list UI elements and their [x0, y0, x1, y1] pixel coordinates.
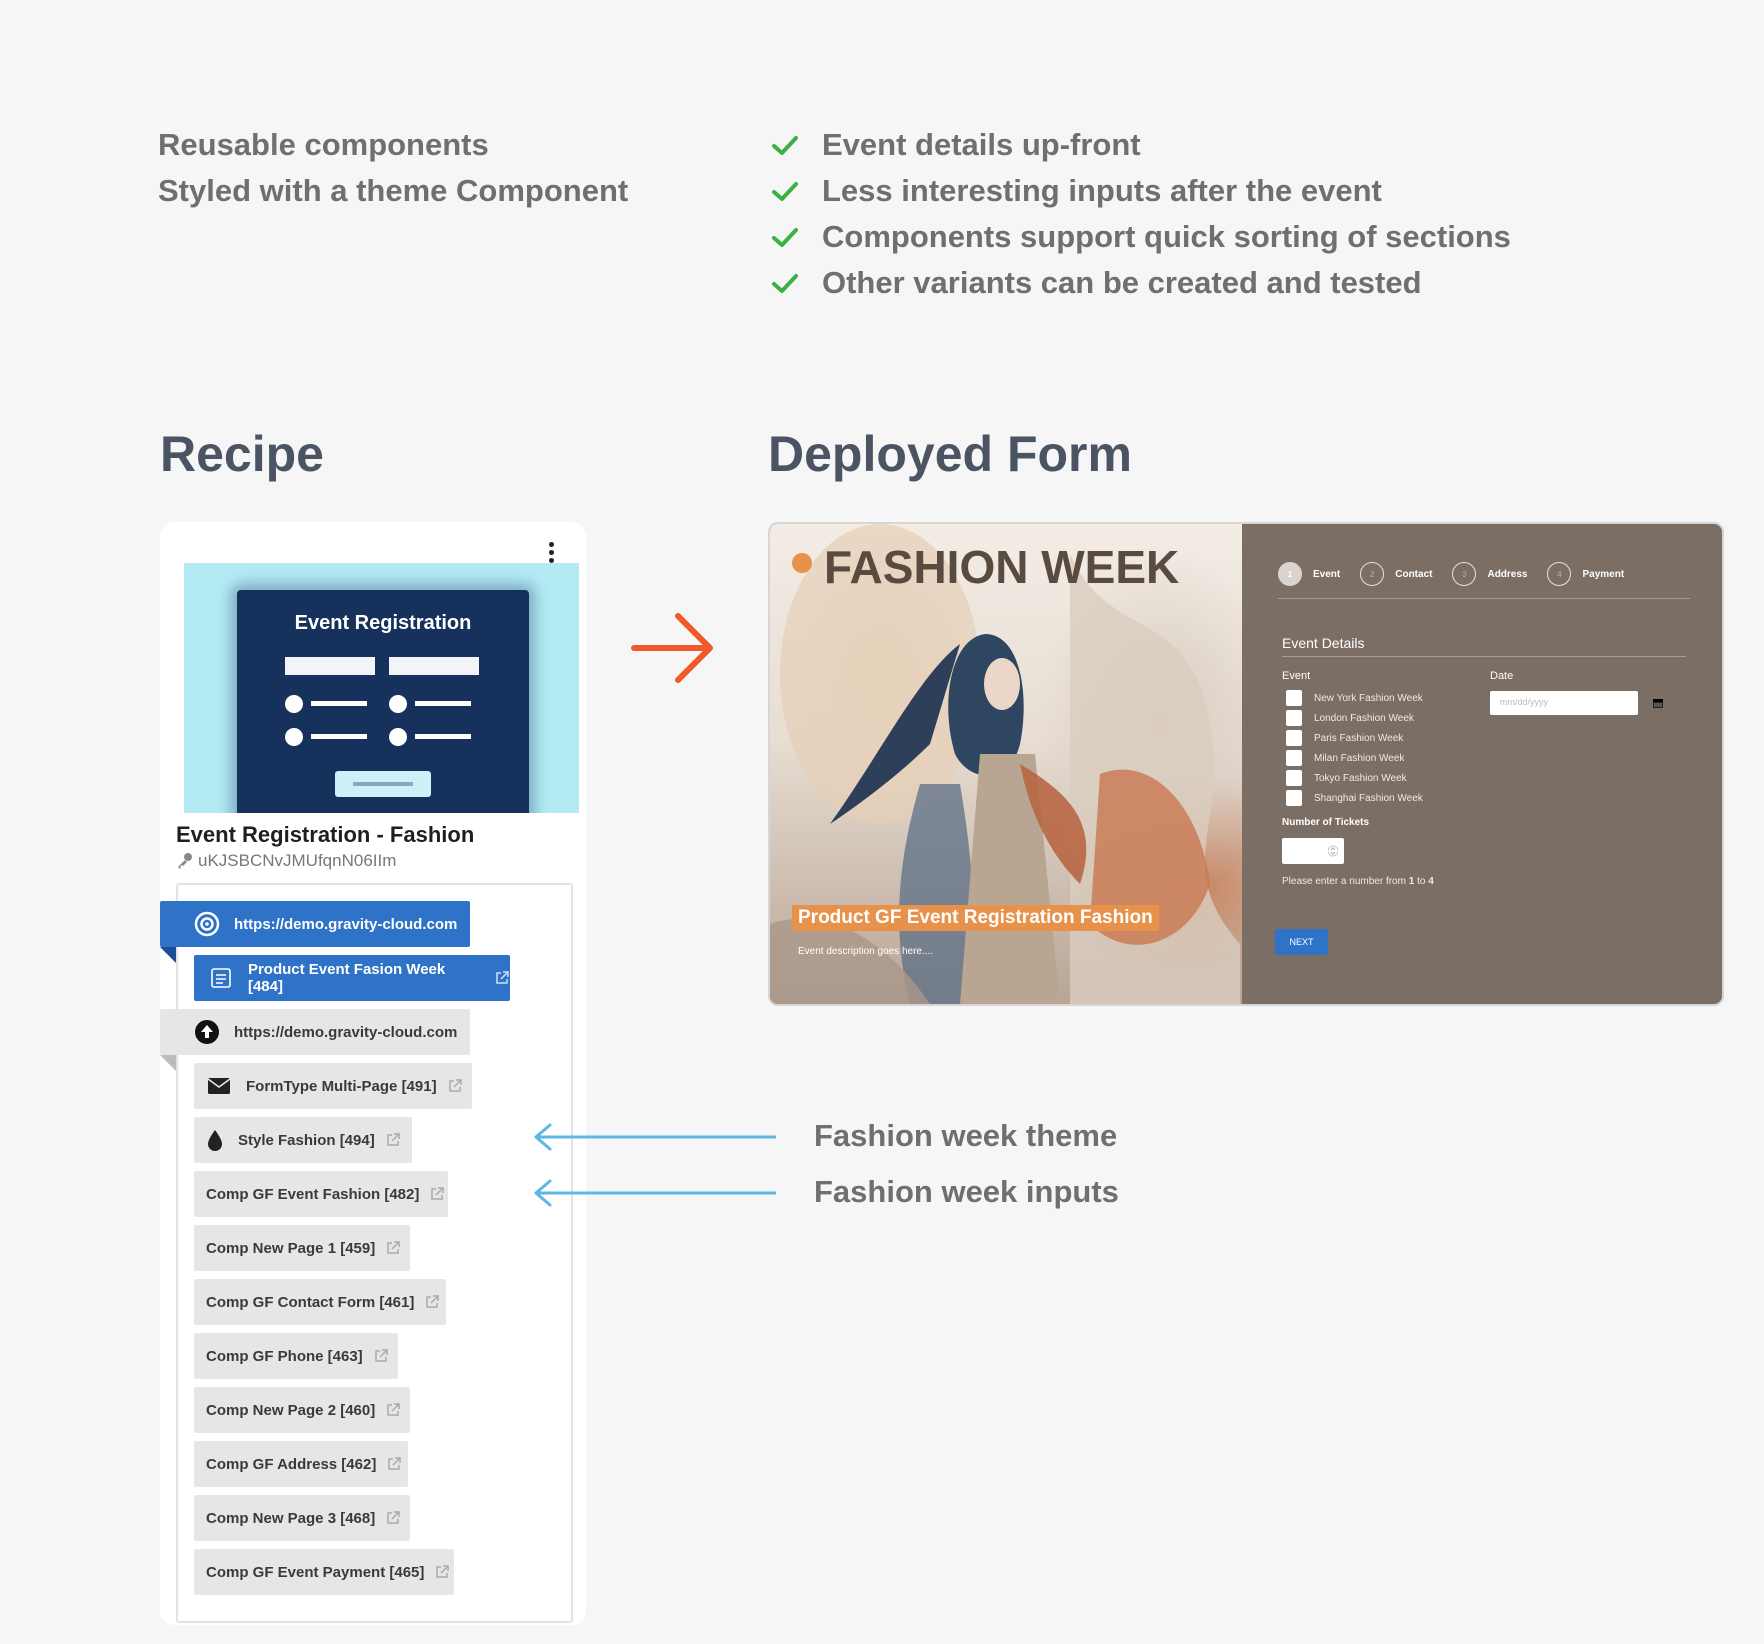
upload-icon — [194, 1019, 220, 1045]
external-link-icon[interactable] — [385, 1240, 401, 1256]
external-link-icon[interactable] — [434, 1564, 450, 1580]
divider — [1278, 598, 1690, 599]
check-icon — [772, 228, 798, 247]
deployed-form-preview: FASHION WEEK Product GF Event Registrati… — [768, 522, 1724, 1006]
recipe-item-event-payment[interactable]: Comp GF Event Payment [465] — [194, 1549, 454, 1595]
checkbox[interactable] — [1286, 690, 1302, 706]
recipe-item-upload-url[interactable]: https://demo.gravity-cloud.com — [160, 1009, 470, 1055]
orange-dot — [792, 553, 812, 573]
hero-image: FASHION WEEK Product GF Event Registrati… — [770, 524, 1242, 1004]
checkbox[interactable] — [1286, 710, 1302, 726]
benefits-checklist: Event details up-front Less interesting … — [770, 122, 1511, 306]
spinner-icon[interactable] — [1328, 844, 1338, 858]
step-payment[interactable]: 4 Payment — [1547, 562, 1624, 586]
event-option[interactable]: Milan Fashion Week — [1286, 750, 1404, 766]
step-event[interactable]: 1 Event — [1278, 562, 1340, 586]
recipe-item-style[interactable]: Style Fashion [494] — [194, 1117, 412, 1163]
event-label: Event — [1282, 670, 1311, 682]
form-icon — [208, 965, 234, 991]
checkbox[interactable] — [1286, 730, 1302, 746]
event-option[interactable]: London Fashion Week — [1286, 710, 1414, 726]
check-icon — [772, 182, 798, 201]
section-heading: Event Details — [1282, 635, 1365, 651]
recipe-item-address[interactable]: Comp GF Address [462] — [194, 1441, 408, 1487]
external-link-icon[interactable] — [373, 1348, 389, 1364]
step-address[interactable]: 3 Address — [1452, 562, 1527, 586]
recipe-item-target-url[interactable]: https://demo.gravity-cloud.com — [160, 901, 470, 947]
external-link-icon[interactable] — [494, 970, 510, 986]
thumbnail-title: Event Registration — [294, 612, 472, 634]
external-link-icon[interactable] — [429, 1186, 445, 1202]
recipe-item-event-fashion[interactable]: Comp GF Event Fashion [482] — [194, 1171, 448, 1217]
event-description: Event description goes here.... — [798, 946, 934, 957]
external-link-icon[interactable] — [385, 1510, 401, 1526]
calendar-icon[interactable] — [1652, 697, 1664, 709]
checklist-item: Event details up-front — [770, 122, 1511, 168]
deployed-form-heading: Deployed Form — [768, 426, 1132, 482]
intro-line: Styled with a theme Component — [158, 173, 629, 208]
tickets-hint: Please enter a number from 1 to 4 — [1282, 876, 1434, 887]
hero-title: FASHION WEEK — [824, 541, 1180, 593]
external-link-icon[interactable] — [385, 1402, 401, 1418]
checklist-item: Less interesting inputs after the event — [770, 168, 1511, 214]
checkbox[interactable] — [1286, 790, 1302, 806]
annotation-inputs: Fashion week inputs — [814, 1174, 1119, 1209]
more-options-icon[interactable] — [548, 542, 556, 563]
checkbox[interactable] — [1286, 750, 1302, 766]
check-icon — [772, 274, 798, 293]
recipe-key: uKJSBCNvJMUfqnN06IIm — [176, 851, 396, 871]
drop-icon — [202, 1127, 228, 1153]
event-option[interactable]: New York Fashion Week — [1286, 690, 1423, 706]
date-label: Date — [1490, 670, 1514, 682]
recipe-item-formtype[interactable]: FormType Multi-Page [491] — [194, 1063, 472, 1109]
key-icon — [178, 853, 192, 869]
recipe-name: Event Registration - Fashion — [176, 822, 475, 847]
event-option[interactable]: Paris Fashion Week — [1286, 730, 1403, 746]
date-input[interactable]: mm/dd/yyyy — [1490, 691, 1638, 715]
recipe-item-new-page-2[interactable]: Comp New Page 2 [460] — [194, 1387, 410, 1433]
external-link-icon[interactable] — [385, 1132, 401, 1148]
event-option[interactable]: Tokyo Fashion Week — [1286, 770, 1407, 786]
intro-line: Reusable components — [158, 127, 489, 162]
external-link-icon[interactable] — [447, 1078, 463, 1094]
checklist-item: Other variants can be created and tested — [770, 260, 1511, 306]
product-title: Product GF Event Registration Fashion — [792, 905, 1159, 931]
fashion-illustration — [770, 524, 1240, 1004]
form-panel: 1 Event 2 Contact 3 Address 4 Payment Ev… — [1242, 524, 1722, 1004]
step-contact[interactable]: 2 Contact — [1360, 562, 1432, 586]
external-link-icon[interactable] — [386, 1456, 402, 1472]
recipe-item-new-page-1[interactable]: Comp New Page 1 [459] — [194, 1225, 410, 1271]
recipe-item-product[interactable]: Product Event Fasion Week [484] — [194, 955, 510, 1001]
intro-left: Reusable components Styled with a theme … — [158, 122, 628, 214]
recipe-item-contact-form[interactable]: Comp GF Contact Form [461] — [194, 1279, 446, 1325]
annotation-theme: Fashion week theme — [814, 1118, 1118, 1153]
step-indicator: 1 Event 2 Contact 3 Address 4 Payment — [1278, 562, 1644, 586]
envelope-icon — [206, 1073, 232, 1099]
arrow-left-icon — [534, 1179, 776, 1207]
arrow-right-icon — [631, 613, 713, 683]
recipe-thumbnail: Event Registration — [184, 563, 579, 813]
target-icon — [194, 911, 220, 937]
checklist-item: Components support quick sorting of sect… — [770, 214, 1511, 260]
tickets-label: Number of Tickets — [1282, 817, 1370, 828]
event-option[interactable]: Shanghai Fashion Week — [1286, 790, 1423, 806]
next-button[interactable]: NEXT — [1275, 929, 1328, 955]
check-icon — [772, 136, 798, 155]
recipe-item-phone[interactable]: Comp GF Phone [463] — [194, 1333, 398, 1379]
recipe-heading: Recipe — [160, 426, 324, 482]
divider — [1282, 656, 1686, 657]
tickets-input[interactable] — [1282, 838, 1344, 864]
recipe-item-new-page-3[interactable]: Comp New Page 3 [468] — [194, 1495, 410, 1541]
checkbox[interactable] — [1286, 770, 1302, 786]
external-link-icon[interactable] — [424, 1294, 440, 1310]
arrow-left-icon — [534, 1123, 776, 1151]
